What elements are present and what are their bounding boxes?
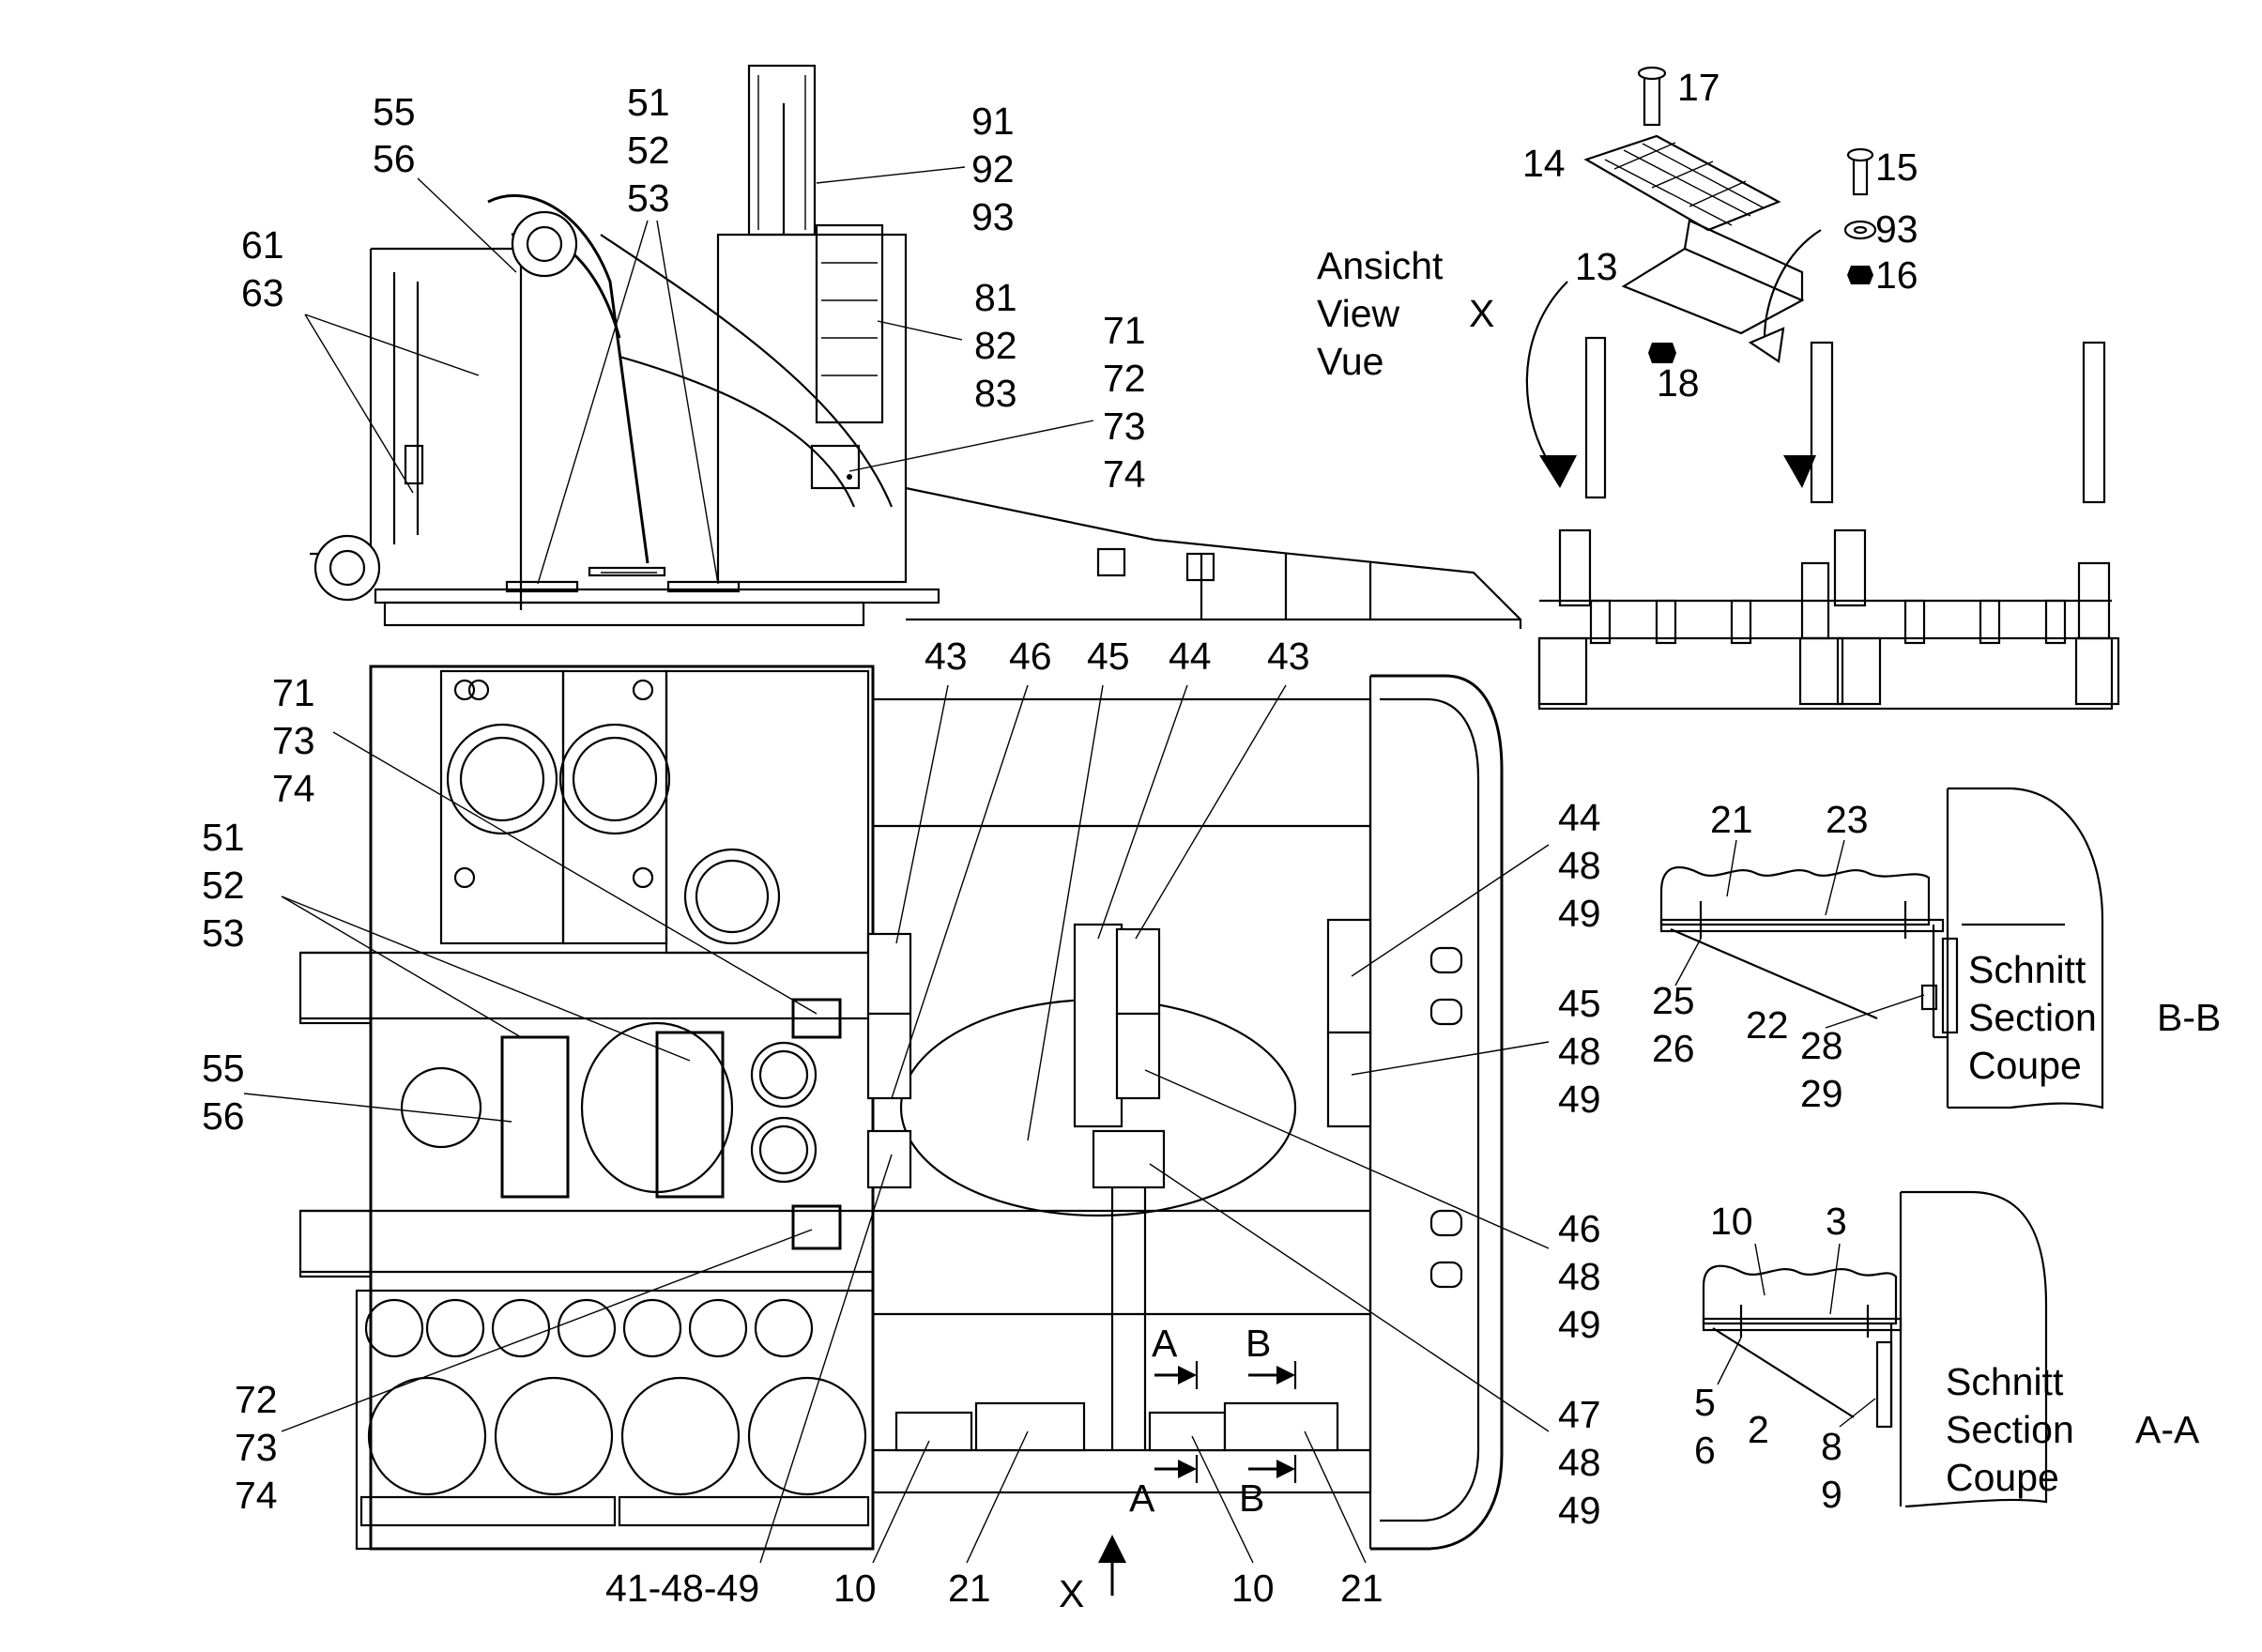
label-21-a: 21 — [948, 1567, 991, 1610]
section-mark-b-bot: B — [1239, 1476, 1264, 1520]
label-43-b: 43 — [1267, 635, 1310, 678]
label-56: 56 — [373, 137, 416, 180]
view-x-ansicht: Ansicht — [1317, 244, 1444, 287]
label-26-bb: 26 — [1652, 1027, 1695, 1070]
label-61: 61 — [241, 223, 284, 267]
label-74-plan-b: 74 — [235, 1474, 278, 1517]
label-48-r2: 48 — [1558, 1030, 1601, 1073]
label-49-r1: 49 — [1558, 892, 1601, 935]
label-55: 55 — [373, 90, 416, 133]
label-71: 71 — [1103, 309, 1146, 352]
label-16: 16 — [1875, 253, 1918, 297]
label-45-right: 45 — [1558, 982, 1601, 1025]
label-23-bb: 23 — [1826, 798, 1869, 841]
label-10-aa: 10 — [1710, 1200, 1753, 1243]
label-48-r3: 48 — [1558, 1255, 1601, 1298]
label-56-plan: 56 — [202, 1094, 245, 1138]
label-43-a: 43 — [925, 635, 968, 678]
label-45-top: 45 — [1087, 635, 1130, 678]
label-73: 73 — [1103, 405, 1146, 448]
section-mark-a-top: A — [1152, 1322, 1178, 1365]
label-49-r4: 49 — [1558, 1489, 1601, 1532]
label-73-plan-b: 73 — [235, 1426, 278, 1469]
label-6-aa: 6 — [1694, 1429, 1716, 1472]
label-28-bb: 28 — [1800, 1024, 1843, 1067]
section-mark-a-bot: A — [1129, 1476, 1155, 1520]
label-72: 72 — [1103, 357, 1146, 400]
label-21-b: 21 — [1340, 1567, 1383, 1610]
section-bb — [1659, 787, 2104, 1109]
label-9-aa: 9 — [1821, 1473, 1842, 1516]
plan-view — [298, 665, 1504, 1596]
view-x-view: View — [1317, 292, 1400, 335]
side-view — [310, 64, 1522, 629]
label-46-top: 46 — [1009, 635, 1052, 678]
label-92: 92 — [971, 147, 1015, 191]
label-3-aa: 3 — [1826, 1200, 1847, 1243]
label-49-r3: 49 — [1558, 1303, 1601, 1346]
section-aa-section: Section — [1946, 1408, 2074, 1451]
section-bb-schnitt: Schnitt — [1968, 948, 2086, 991]
label-25-bb: 25 — [1652, 979, 1695, 1022]
label-8-aa: 8 — [1821, 1425, 1842, 1468]
label-83: 83 — [974, 372, 1017, 415]
view-x-letter: X — [1469, 292, 1494, 335]
label-63: 63 — [241, 271, 284, 314]
label-21-bb: 21 — [1710, 798, 1753, 841]
label-41-48-49: 41-48-49 — [605, 1567, 759, 1610]
label-47-right: 47 — [1558, 1393, 1601, 1436]
label-18: 18 — [1657, 361, 1700, 405]
label-51: 51 — [627, 81, 670, 124]
label-5-aa: 5 — [1694, 1381, 1716, 1424]
label-73-plan: 73 — [272, 719, 315, 762]
label-74: 74 — [1103, 452, 1146, 496]
section-aa-name: A-A — [2135, 1408, 2200, 1451]
section-bb-section: Section — [1968, 996, 2097, 1039]
label-x-arrow: X — [1059, 1572, 1084, 1615]
label-53-plan: 53 — [202, 911, 245, 955]
label-55-plan: 55 — [202, 1047, 245, 1090]
label-52: 52 — [627, 129, 670, 172]
label-81: 81 — [974, 276, 1017, 319]
label-48-r4: 48 — [1558, 1441, 1601, 1484]
label-15: 15 — [1875, 145, 1918, 189]
label-49-r2: 49 — [1558, 1078, 1601, 1121]
section-bb-name: B-B — [2157, 996, 2221, 1039]
section-mark-b-top: B — [1246, 1322, 1271, 1365]
label-10-a: 10 — [833, 1567, 877, 1610]
label-2-aa: 2 — [1748, 1408, 1769, 1451]
label-29-bb: 29 — [1800, 1072, 1843, 1115]
view-x-vue: Vue — [1317, 340, 1383, 383]
section-aa-schnitt: Schnitt — [1946, 1360, 2064, 1403]
plan-view-labels: 43 46 45 44 43 71 73 74 51 52 53 55 56 7… — [202, 635, 1601, 1615]
label-74-plan: 74 — [272, 767, 315, 810]
label-52-plan: 52 — [202, 864, 245, 907]
label-44-right: 44 — [1558, 796, 1601, 839]
label-13: 13 — [1575, 245, 1618, 288]
label-46-right: 46 — [1558, 1207, 1601, 1250]
section-bb-labels: 21 23 25 26 22 28 29 Schnitt Section Cou… — [1652, 798, 2221, 1115]
label-72-plan: 72 — [235, 1378, 278, 1421]
section-aa-labels: 10 3 5 6 2 8 9 Schnitt Section Coupe A-A — [1694, 1200, 2200, 1516]
label-51-plan: 51 — [202, 816, 245, 859]
label-93-x: 93 — [1875, 207, 1918, 251]
label-10-b: 10 — [1231, 1567, 1275, 1610]
section-aa-coupe: Coupe — [1946, 1456, 2059, 1499]
label-14: 14 — [1522, 142, 1566, 185]
side-view-labels: 55 56 51 52 53 91 92 93 61 63 81 82 83 7… — [241, 81, 1146, 585]
label-82: 82 — [974, 324, 1017, 367]
label-71-plan: 71 — [272, 671, 315, 714]
section-bb-coupe: Coupe — [1968, 1044, 2082, 1087]
view-x — [1525, 66, 2120, 711]
label-93: 93 — [971, 195, 1015, 238]
label-17: 17 — [1677, 66, 1720, 109]
label-22-bb: 22 — [1746, 1003, 1789, 1047]
section-aa — [1702, 1190, 2048, 1508]
label-91: 91 — [971, 99, 1015, 143]
view-x-labels: Ansicht View Vue X 17 14 15 93 13 16 18 — [1317, 66, 1918, 405]
label-44-top: 44 — [1169, 635, 1212, 678]
label-53: 53 — [627, 176, 670, 220]
label-48-r1: 48 — [1558, 844, 1601, 887]
